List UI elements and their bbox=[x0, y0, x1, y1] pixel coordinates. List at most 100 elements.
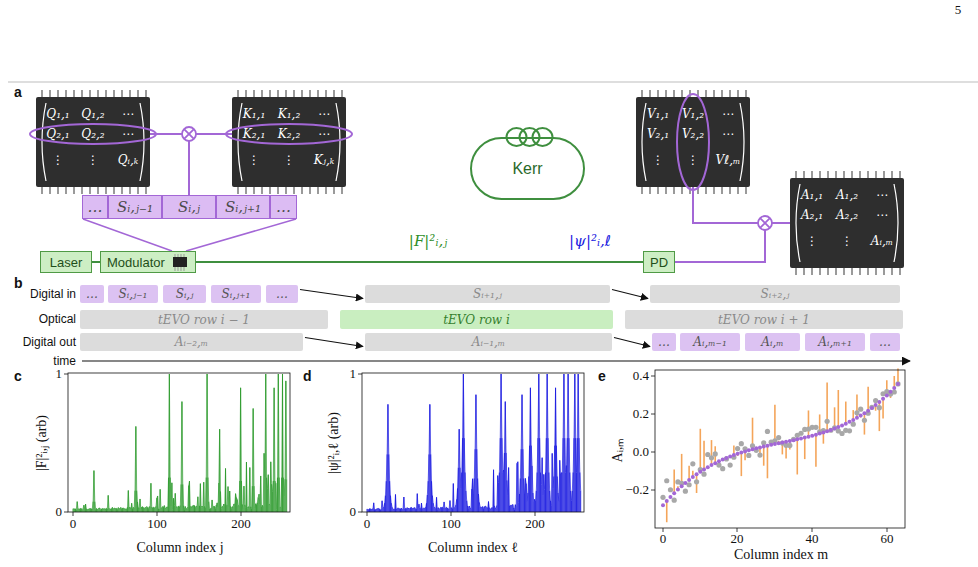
data-dot bbox=[691, 475, 695, 479]
drawn-stroke bbox=[97, 90, 99, 97]
drawn-stroke bbox=[49, 187, 51, 194]
data-dot bbox=[877, 400, 881, 404]
connector bbox=[300, 290, 363, 299]
drawn-stroke bbox=[763, 447, 765, 466]
drawn-stroke bbox=[542, 495, 543, 512]
matrix-entry: K₂,₂ bbox=[278, 126, 300, 142]
data-dot bbox=[866, 409, 870, 413]
drawn-stroke bbox=[121, 187, 123, 194]
drawn-stroke bbox=[41, 90, 43, 97]
drawn-stroke bbox=[129, 187, 131, 194]
drawn-stroke bbox=[803, 171, 805, 178]
data-dot bbox=[751, 447, 755, 451]
axis-title: |F|²ᵢ,ⱼ (arb) bbox=[31, 415, 50, 471]
matrix-entry: V₂,₂ bbox=[682, 126, 704, 142]
drawn-stroke bbox=[551, 505, 552, 512]
drawn-stroke bbox=[253, 90, 255, 97]
tick-label: 0 bbox=[350, 504, 357, 520]
matrix-entry: Q₁,₂ bbox=[81, 106, 104, 122]
drawn-stroke bbox=[416, 509, 417, 512]
data-dot bbox=[784, 440, 788, 444]
matrix-entry: ⋮ bbox=[52, 152, 64, 168]
data-dot bbox=[713, 461, 717, 465]
drawn-stroke bbox=[899, 171, 901, 178]
drawn-stroke bbox=[382, 508, 383, 512]
drawn-stroke bbox=[103, 509, 104, 512]
matrix-entry: ⋯ bbox=[318, 126, 330, 142]
drawn-stroke bbox=[263, 507, 264, 512]
drawn-stroke bbox=[649, 187, 651, 194]
tick-label: 60 bbox=[881, 531, 894, 547]
drawn-stroke bbox=[145, 90, 147, 97]
data-dot bbox=[762, 445, 766, 449]
drawn-stroke bbox=[325, 90, 327, 97]
drawn-stroke bbox=[481, 507, 482, 512]
drawn-stroke bbox=[838, 390, 840, 427]
spectrum-plot-c bbox=[73, 374, 287, 512]
sequence-cell: Sᵢ,ⱼ₊₁ bbox=[216, 195, 270, 219]
matrix-entry: ⋯ bbox=[876, 207, 888, 223]
matrix-entry: A₁,₂ bbox=[836, 187, 858, 203]
drawn-stroke bbox=[124, 509, 125, 512]
drawn-stroke bbox=[309, 90, 311, 97]
drawn-stroke bbox=[398, 509, 399, 512]
drawn-stroke bbox=[269, 187, 271, 194]
connector bbox=[92, 261, 100, 263]
drawn-stroke bbox=[172, 509, 173, 512]
drawn-stroke bbox=[673, 90, 675, 97]
drawn-stroke bbox=[811, 171, 813, 178]
multiply-symbol bbox=[758, 216, 772, 230]
data-dot bbox=[896, 382, 900, 386]
drawn-stroke bbox=[228, 508, 229, 512]
matrix-chip: A₁,₁A₁,₂⋯A₂,₁A₂,₂⋯⋮⋮Aᵢ,ₘ bbox=[790, 178, 904, 268]
drawn-stroke bbox=[435, 509, 436, 512]
data-dot bbox=[825, 429, 829, 433]
data-dot bbox=[877, 405, 882, 410]
drawn-stroke bbox=[510, 505, 511, 512]
drawn-stroke bbox=[649, 90, 651, 97]
drawn-stroke bbox=[139, 508, 140, 512]
drawn-stroke bbox=[867, 171, 869, 178]
drawn-stroke bbox=[745, 90, 747, 97]
node-label: Aᵢ,ₘ₋₁ bbox=[693, 335, 726, 349]
data-dot bbox=[720, 466, 725, 471]
data-dot bbox=[825, 419, 830, 424]
sequence-cell: … bbox=[270, 195, 297, 219]
drawn-stroke bbox=[105, 187, 107, 194]
data-dot bbox=[683, 489, 688, 494]
drawn-stroke bbox=[217, 507, 218, 512]
drawn-stroke bbox=[145, 507, 146, 512]
data-dot bbox=[758, 445, 762, 449]
drawn-stroke bbox=[293, 187, 295, 194]
drawn-stroke bbox=[90, 509, 91, 512]
drawn-stroke bbox=[406, 509, 407, 512]
data-dot bbox=[833, 427, 837, 431]
drawn-stroke bbox=[269, 504, 270, 512]
data-dot bbox=[776, 435, 781, 440]
drawn-stroke bbox=[377, 509, 378, 512]
drawn-stroke bbox=[286, 479, 287, 512]
drawn-stroke bbox=[651, 376, 887, 532]
drawn-stroke bbox=[760, 218, 770, 228]
node-label: … bbox=[88, 198, 103, 216]
sequence-cell: Sᵢ,ⱼ bbox=[162, 195, 216, 219]
drawn-stroke bbox=[811, 268, 813, 275]
data-dot bbox=[664, 478, 669, 483]
drawn-stroke bbox=[819, 268, 821, 275]
drawn-stroke bbox=[819, 171, 821, 178]
drawn-stroke bbox=[115, 509, 116, 512]
drawn-stroke bbox=[209, 509, 210, 512]
drawn-stroke bbox=[140, 103, 144, 181]
drawn-stroke bbox=[238, 506, 239, 512]
drawn-stroke bbox=[444, 508, 445, 512]
data-dot bbox=[747, 448, 751, 452]
drawn-stroke bbox=[729, 90, 731, 97]
drawn-stroke bbox=[84, 509, 85, 512]
drawn-stroke bbox=[176, 508, 177, 512]
drawn-stroke bbox=[502, 472, 503, 512]
matrix-entry: ⋯ bbox=[318, 106, 330, 122]
drawn-stroke bbox=[221, 508, 222, 512]
drawn-stroke bbox=[261, 507, 262, 512]
connector bbox=[614, 338, 650, 347]
